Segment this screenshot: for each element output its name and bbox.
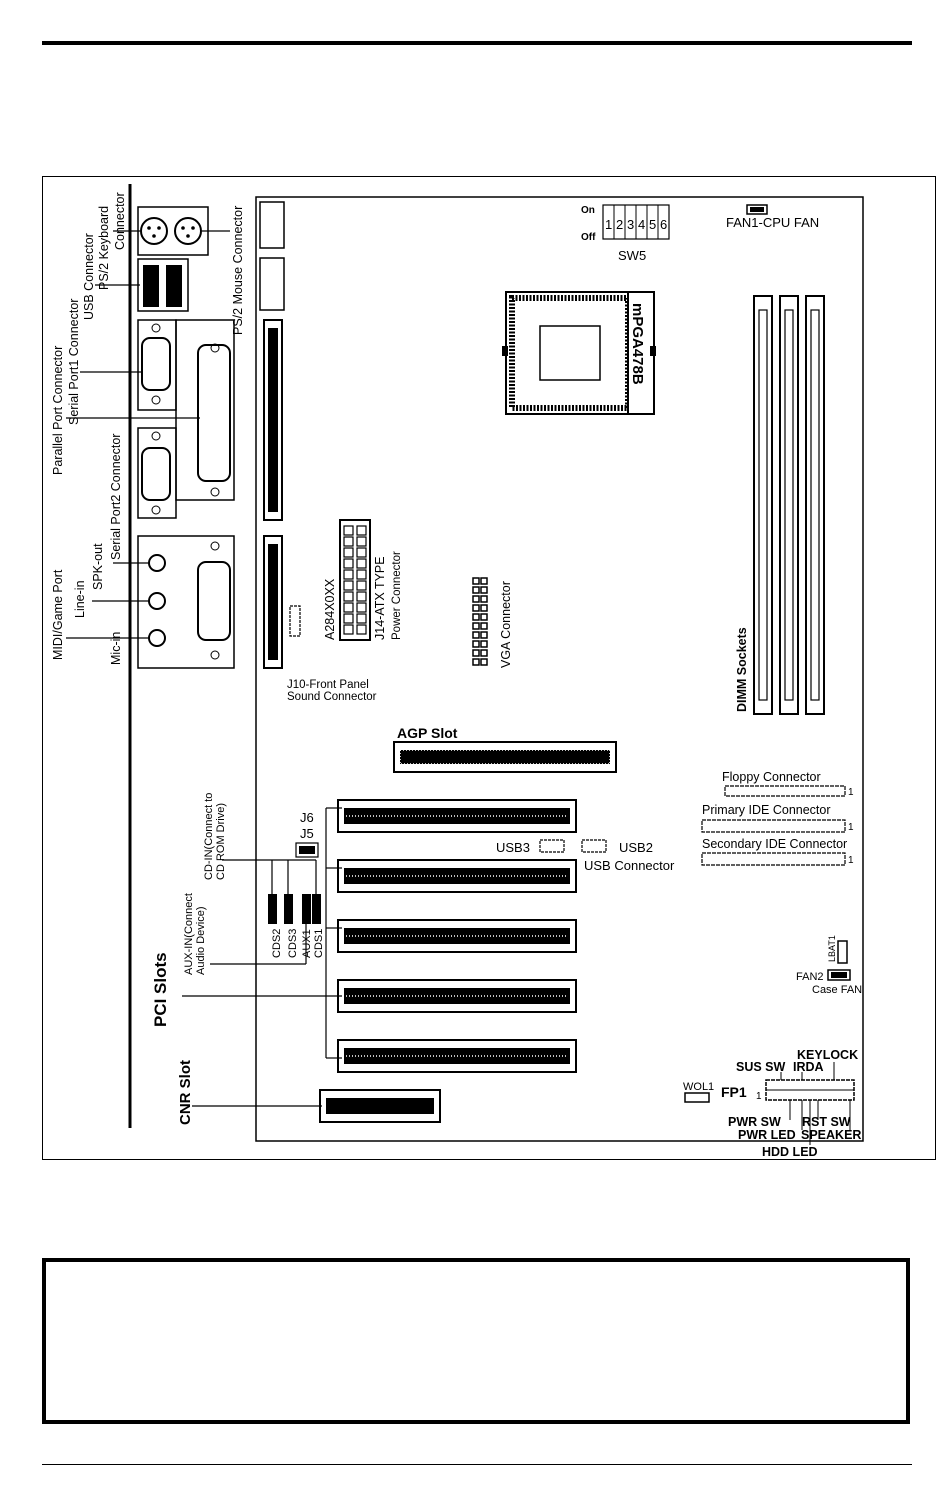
pci-slots-icon [337,799,577,1073]
ps2-keyboard-label-2: Connector [113,192,127,250]
floppy-pin1: 1 [848,787,854,798]
cds1-label: CDS1 [313,929,325,958]
fan2-header-icon [827,969,851,981]
lbat1-label: LBAT1 [827,935,837,962]
primary-ide-pin1: 1 [848,822,854,833]
j10-label-2: Sound Connector [287,691,377,703]
atx-power-label-2: Power Connector [391,551,403,640]
cnr-label: CNR Slot [177,1060,194,1125]
sw5-label: SW5 [618,248,646,263]
fp1-header-icon [765,1079,855,1101]
usb-back-ports-icon [137,258,189,312]
j6-label: J6 [300,810,314,825]
top-rule [42,41,912,45]
atx-power-connector-icon [339,519,371,641]
rst-sw-label: RST SW [802,1115,851,1129]
audio-header [263,535,283,669]
usb-connector-label: USB Connector [584,858,675,873]
serial-port2-icon [137,427,177,519]
serial-port2-label: Serial Port2 Connector [109,434,123,560]
usb3-label: USB3 [496,840,530,855]
vga-connector-icon [472,577,488,666]
usb3-header-icon [539,839,565,853]
bottom-rule [42,1464,912,1465]
wol1-header-icon [684,1092,710,1103]
ps2-mouse-label: PS/2 Mouse Connector [231,206,245,335]
parallel-port-icon [175,319,235,501]
ps2-keyboard-label-1: PS/2 Keyboard [97,206,111,290]
sw5-on-label: On [581,205,595,216]
case-fan-label: Case FAN [812,984,862,996]
midi-game-label: MIDI/Game Port [51,569,65,660]
lbat1-header-icon [837,940,848,964]
j5-label: J5 [300,826,314,841]
ps2-ports-icon [137,206,209,256]
board-outline [255,196,864,1142]
agp-slot-icon [393,741,617,773]
fan1-label: FAN1-CPU FAN [726,215,819,230]
cd-in-label-2: CD ROM Drive) [215,803,227,880]
hdd-led-label: HDD LED [762,1145,818,1159]
cpu-socket-icon [502,291,656,415]
usb-connector-back-label: USB Connector [82,233,96,320]
fp1-label: FP1 [721,1084,747,1100]
pci-label: PCI Slots [151,952,170,1027]
cnr-slot-icon [319,1089,441,1123]
board-diagram-frame [42,176,936,1160]
fp1-pin1: 1 [756,1091,762,1102]
sw5-off-label: Off [581,232,596,243]
mic-in-label: Mic-in [109,632,123,665]
aux-in-label-2: Audio Device) [195,907,207,975]
floppy-connector-icon [724,785,846,797]
parallel-header [263,319,283,521]
aux1-label: AUX1 [301,929,313,958]
atx-power-label-1: J14-ATX TYPE [373,556,387,640]
sus-sw-label: SUS SW [736,1060,786,1074]
cds2-label: CDS2 [271,929,283,958]
cd-aux-headers-icon [268,894,321,924]
serial-port1-label: Serial Port1 Connector [67,299,81,425]
keylock-label: KEYLOCK [797,1048,858,1062]
atx-power-model-label: A284X0XX [323,578,337,640]
sw5-num-5: 5 [649,217,656,232]
cds3-label: CDS3 [287,929,299,958]
primary-ide-connector-icon [701,819,846,833]
j10-label-1: J10-Front Panel [287,679,369,691]
dimm-sockets-icon [753,295,825,715]
irda-label: IRDA [793,1060,824,1074]
note-box [42,1258,910,1424]
secondary-ide-label: Secondary IDE Connector [702,837,847,851]
aux-in-label-1: AUX-IN(Connect [183,893,195,975]
spk-out-label: SPK-out [91,543,105,590]
sw5-num-6: 6 [660,217,667,232]
serial-port1-icon [137,319,177,411]
fan1-header-icon [746,204,768,215]
secondary-ide-connector-icon [701,852,846,866]
cd-in-label-1: CD-IN(Connect to [203,793,215,880]
secondary-ide-pin1: 1 [848,855,854,866]
sw5-num-1: 1 [605,217,612,232]
sw5-num-3: 3 [627,217,634,232]
speaker-label: SPEAKER [801,1128,861,1142]
primary-ide-label: Primary IDE Connector [702,803,831,817]
fan2-label: FAN2 [796,971,824,983]
j10-header-icon [289,605,301,637]
sw5-num-4: 4 [638,217,645,232]
pwr-led-label: PWR LED [738,1128,796,1142]
line-in-label: Line-in [73,580,87,618]
sw5-num-2: 2 [616,217,623,232]
usb2-label: USB2 [619,840,653,855]
floppy-label: Floppy Connector [722,770,821,784]
usb2-header-icon [581,839,607,853]
dimm-label: DIMM Sockets [735,627,749,712]
agp-label: AGP Slot [397,725,458,741]
cpu-socket-label: mPGA478B [629,303,646,385]
pwr-sw-label: PWR SW [728,1115,781,1129]
audio-game-ports-icon [137,535,235,669]
vga-label: VGA Connector [499,581,513,668]
wol1-label: WOL1 [683,1081,714,1093]
parallel-port-label: Parallel Port Connector [51,346,65,475]
